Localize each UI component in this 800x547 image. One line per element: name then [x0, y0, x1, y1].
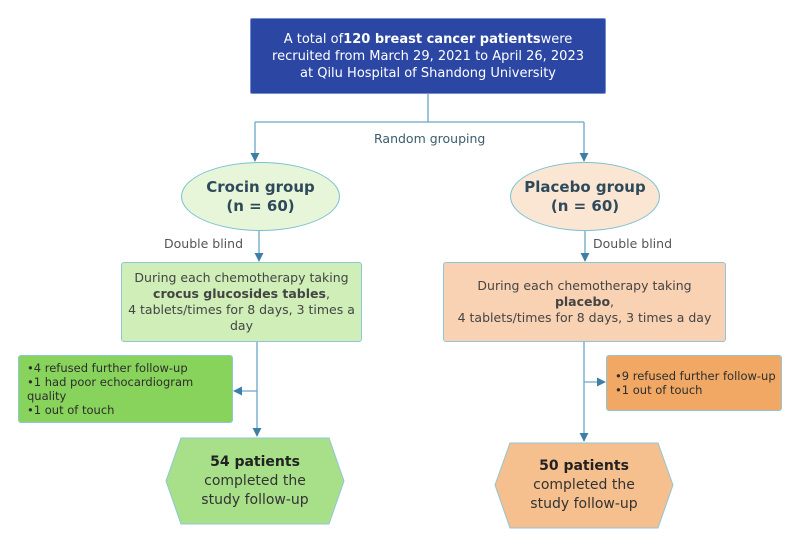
crocin-completed-line-3: study follow-up [201, 491, 309, 508]
hexagon-shape [165, 437, 345, 525]
crocin-group-n: (n = 60) [226, 196, 295, 215]
placebo-group-n: (n = 60) [550, 196, 620, 215]
exclusion-item: •9 refused further follow-up [615, 369, 776, 383]
crocin-completed-line-2: completed the [204, 472, 306, 489]
crocin-blinding-label: Double blind [164, 236, 244, 251]
placebo-group-name: Placebo group [524, 177, 646, 196]
crocin-treatment-drug: crocus glucosides tables [153, 286, 326, 301]
placebo-treatment-line-1: During each chemotherapy taking [477, 278, 692, 293]
placebo-completed-line-2: completed the [533, 477, 635, 493]
exclusion-item: •1 out of touch [27, 403, 115, 417]
placebo-blinding-label: Double blind [593, 236, 673, 251]
recruitment-line-2: recruited from March 29, 2021 to April 2… [272, 48, 584, 64]
placebo-completed-node: 50 patients completed the study follow-u… [494, 442, 674, 529]
crocin-group-name: Crocin group [206, 177, 315, 196]
placebo-group-node: Placebo group (n = 60) [510, 162, 660, 231]
placebo-exclusion-box: •9 refused further follow-up •1 out of t… [606, 355, 782, 411]
recruitment-total: 120 breast cancer patients [343, 31, 541, 47]
crocin-treatment-box: During each chemotherapy taking crocus g… [121, 262, 362, 342]
exclusion-item: •1 out of touch [615, 383, 703, 397]
crocin-treatment-line-3: 4 tablets/times for 8 days, 3 times a da… [128, 302, 355, 333]
hexagon-shape [494, 442, 674, 529]
placebo-treatment-box: During each chemotherapy taking placebo,… [443, 262, 726, 342]
exclusion-item: •1 had poor echocardiogram quality [27, 375, 194, 403]
placebo-completed-line-3: study follow-up [530, 496, 638, 512]
crocin-completed-count: 54 patients [210, 453, 300, 470]
exclusion-item: •4 refused further follow-up [27, 361, 188, 375]
recruitment-line-1: A total of120 breast cancer patientswere [283, 31, 573, 47]
crocin-treatment-line-2: crocus glucosides tables, [153, 286, 330, 301]
placebo-completed-count: 50 patients [539, 458, 629, 474]
crocin-group-node: Crocin group (n = 60) [181, 162, 340, 231]
random-grouping-label: Random grouping [374, 131, 486, 146]
placebo-treatment-line-2: placebo, [554, 294, 615, 309]
placebo-treatment-line-3: 4 tablets/times for 8 days, 3 times a da… [457, 310, 712, 325]
recruitment-line-3: at Qilu Hospital of Shandong University [300, 65, 556, 81]
crocin-exclusion-box: •4 refused further follow-up •1 had poor… [18, 355, 233, 423]
placebo-treatment-drug: placebo [554, 294, 611, 309]
crocin-treatment-line-1: During each chemotherapy taking [134, 270, 349, 285]
crocin-completed-node: 54 patients completed the study follow-u… [165, 437, 345, 525]
recruitment-box: A total of120 breast cancer patientswere… [250, 18, 606, 94]
